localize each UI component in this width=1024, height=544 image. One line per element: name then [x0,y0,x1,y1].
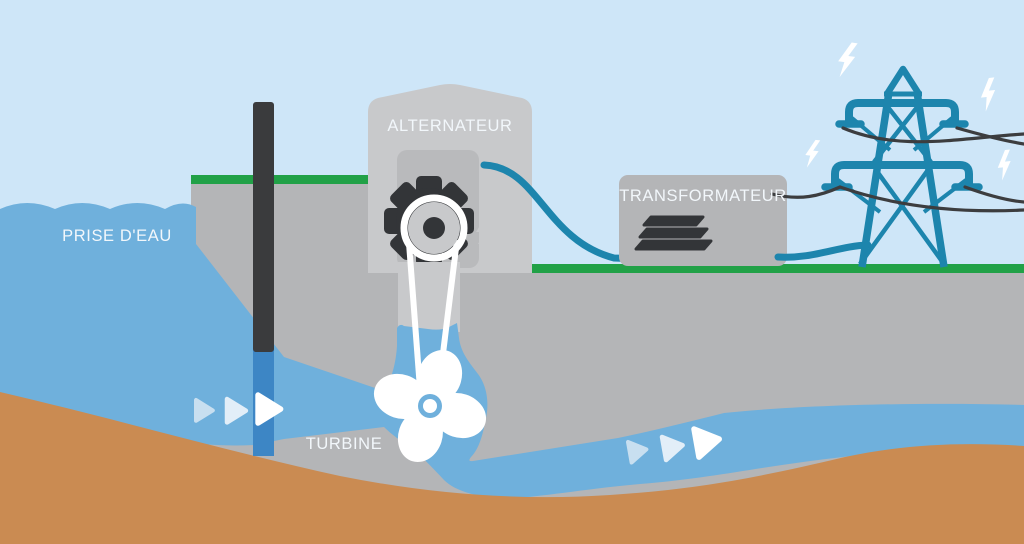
grass-strip-right [532,264,1024,273]
vent-slot-icon [476,224,502,232]
power-lines [770,126,1024,213]
transformer-slat-icon [642,215,705,227]
intake-gate [253,102,274,352]
power-line [955,126,1024,146]
grass-strip-left [191,175,532,184]
vent-slot-icon [478,236,504,244]
vent-slot-icon [480,248,506,256]
transformer-slat-icon [638,227,709,239]
riverbed-sand [0,392,1024,544]
power-cable-transformer [774,241,872,261]
pylon-x-brace-upper [872,104,933,164]
turbine-label: TURBINE [306,435,383,453]
power-line [770,185,1024,213]
alternator-label: ALTERNATEUR [387,117,512,135]
power-line [841,126,1024,144]
pylon-crossarm-upper [845,99,959,122]
power-cable-alternator [480,161,646,263]
pulley-axle [423,217,445,239]
power-line [963,185,1024,204]
turbine-runner-icon [373,349,487,463]
intake-label: PRISE D'EAU [62,227,172,245]
transformer-slat-icon [634,239,713,251]
transformer-label: TRANSFORMATEUR [619,187,787,205]
pylon-crossarm-lower [831,161,973,185]
pylon-legs [858,91,948,268]
drive-belt [400,194,468,403]
transformer-box [619,175,787,266]
belt-pulley [400,194,468,262]
pylon-apex [884,65,922,96]
pylon-x-brace-lower [858,168,946,266]
